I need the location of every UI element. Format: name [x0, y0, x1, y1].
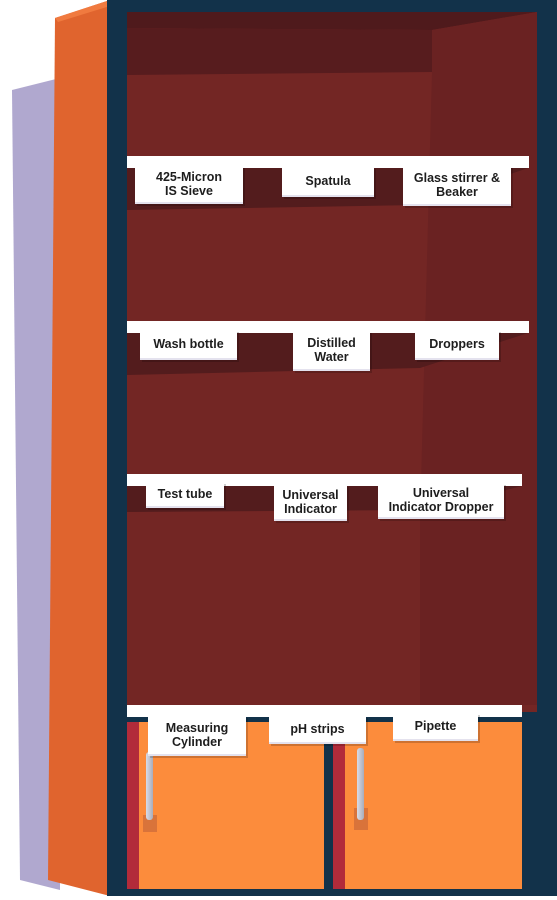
label-distilled-water[interactable]: Distilled Water [293, 331, 370, 371]
label-425-micron-is-sieve[interactable]: 425-Micron IS Sieve [135, 166, 243, 204]
door-handle-icon[interactable] [357, 748, 364, 820]
label-measuring-cylinder[interactable]: Measuring Cylinder [148, 716, 246, 756]
label-pipette[interactable]: Pipette [393, 713, 478, 741]
label-test-tube[interactable]: Test tube [146, 482, 224, 508]
label-universal-indicator-dropper[interactable]: Universal Indicator Dropper [378, 483, 504, 519]
door-handle-icon[interactable] [146, 752, 153, 820]
label-wash-bottle[interactable]: Wash bottle [140, 330, 237, 360]
left-door-edge [127, 722, 139, 889]
label-universal-indicator[interactable]: Universal Indicator [274, 485, 347, 521]
right-door[interactable] [345, 722, 522, 889]
label-glass-stirrer-beaker[interactable]: Glass stirrer & Beaker [403, 166, 511, 206]
right-door-edge [333, 722, 345, 889]
label-spatula[interactable]: Spatula [282, 167, 374, 197]
label-droppers[interactable]: Droppers [415, 330, 499, 360]
shelf-1 [127, 156, 529, 168]
label-ph-strips[interactable]: pH strips [269, 716, 366, 744]
